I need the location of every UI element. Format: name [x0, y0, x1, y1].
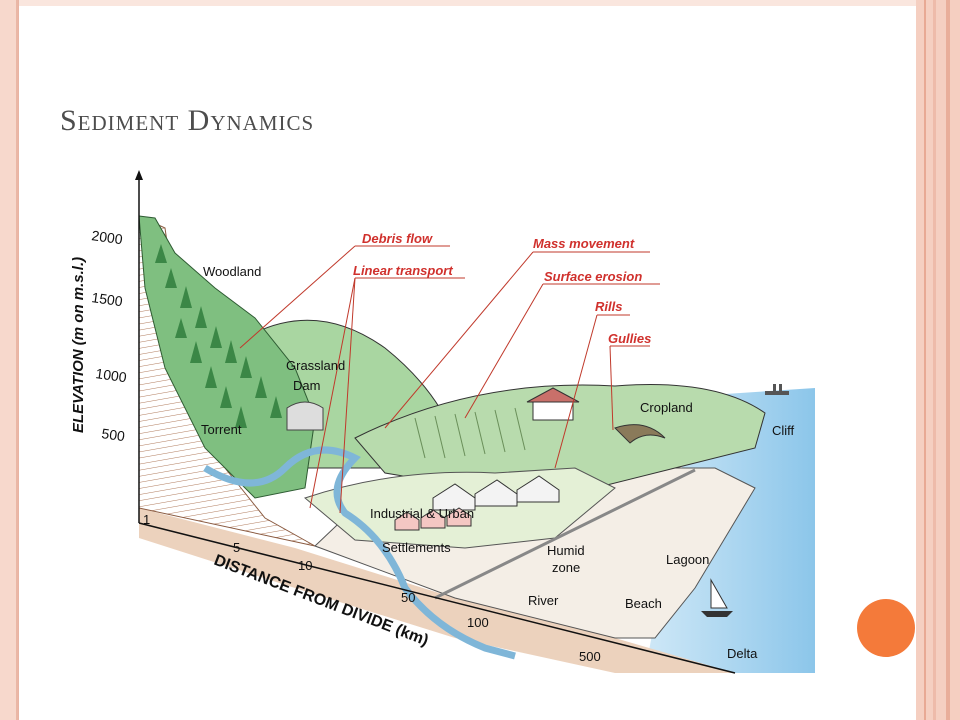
farm-building — [532, 399, 574, 421]
label-humid-zone: Humid — [547, 543, 585, 558]
label-cliff: Cliff — [772, 423, 795, 438]
road — [434, 468, 696, 600]
y-tick-label: 2000 — [91, 227, 124, 247]
soil-cross-section — [139, 216, 735, 673]
label-delta: Delta — [727, 646, 758, 661]
label-grassland: Grassland — [286, 358, 345, 373]
landscape-illustration: ELEVATION (m on m.s.l.) DISTANCE FROM DI… — [70, 170, 815, 674]
y-axis-label: ELEVATION (m on m.s.l.) — [70, 257, 87, 433]
slide-frame-top — [18, 0, 916, 6]
slide-frame-left-line — [16, 0, 18, 720]
label-torrent: Torrent — [201, 422, 242, 437]
slide-frame-stripe — [933, 0, 936, 720]
label-surface-erosion: Surface erosion — [544, 269, 642, 284]
x-tick-label: 5 — [233, 540, 240, 555]
leader-lines — [239, 245, 660, 514]
slide-frame-left — [0, 0, 19, 720]
settlement-houses — [394, 507, 472, 531]
label-humid-zone: zone — [552, 560, 580, 575]
x-axis — [138, 522, 736, 674]
factories — [432, 475, 560, 511]
slide-frame-right — [916, 0, 960, 720]
gully — [614, 424, 666, 444]
farm-roof — [526, 387, 580, 403]
sediment-landscape-figure: ELEVATION (m on m.s.l.) DISTANCE FROM DI… — [55, 168, 825, 688]
river — [203, 446, 516, 660]
label-rills: Rills — [595, 299, 622, 314]
label-settlements: Settlements — [382, 540, 451, 555]
rills — [414, 407, 526, 459]
label-cropland: Cropland — [640, 400, 693, 415]
y-axis-arrow — [135, 170, 143, 180]
label-debris-flow: Debris flow — [362, 231, 433, 246]
label-gullies: Gullies — [608, 331, 651, 346]
label-beach: Beach — [625, 596, 662, 611]
x-tick-label: 500 — [579, 649, 601, 664]
y-tick-label: 1500 — [91, 289, 124, 309]
x-tick-label: 1 — [143, 512, 150, 527]
x-tick-label: 100 — [467, 615, 489, 630]
label-mass-movement: Mass movement — [533, 236, 635, 251]
slide-frame-stripe — [946, 0, 950, 720]
label-woodland: Woodland — [203, 264, 261, 279]
accent-dot — [857, 599, 915, 657]
label-lagoon: Lagoon — [666, 552, 709, 567]
ship-icon — [765, 384, 789, 395]
label-dam: Dam — [293, 378, 320, 393]
y-tick-label: 500 — [101, 425, 127, 444]
sailboat-icon — [701, 578, 733, 617]
y-tick-label: 1000 — [95, 365, 128, 385]
label-river: River — [528, 593, 559, 608]
x-tick-label: 10 — [298, 558, 312, 573]
slide-title: Sediment Dynamics — [60, 104, 315, 137]
x-tick-label: 50 — [401, 590, 415, 605]
label-industrial-urban: Industrial & Urban — [370, 506, 474, 521]
label-linear-transport: Linear transport — [353, 263, 453, 278]
slide-frame-stripe — [924, 0, 926, 720]
dam-structure — [286, 401, 324, 431]
cropland-plateau — [354, 384, 766, 489]
tree-cluster — [155, 244, 282, 428]
